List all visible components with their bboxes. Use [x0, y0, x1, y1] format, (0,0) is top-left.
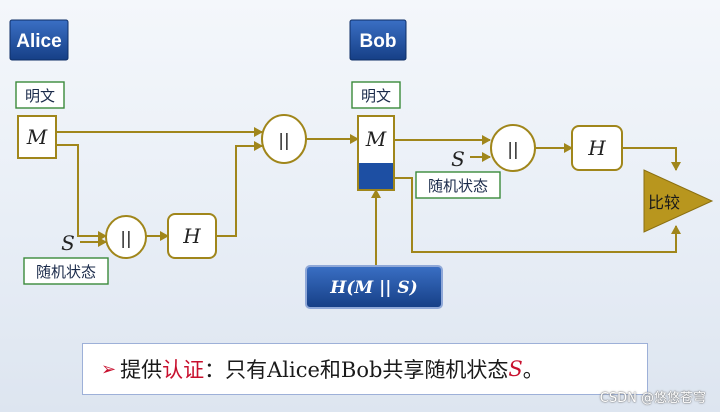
alice-hash-box	[167, 213, 217, 259]
alice-random-labelbox	[23, 257, 109, 285]
bob-plaintext-labelbox	[351, 81, 401, 109]
alice-party: Alice	[9, 19, 69, 61]
wire-hash-to-concat	[216, 141, 263, 237]
bob-label: Bob	[360, 31, 397, 52]
wire-m-to-lower-concat	[56, 144, 107, 241]
alice-label: Alice	[16, 31, 61, 52]
bob-message-symbol: M	[365, 127, 387, 151]
alice-concat-symbol: ||	[120, 229, 131, 249]
caption-variable: S	[508, 357, 523, 381]
alice-plaintext-label: 明文	[25, 87, 55, 105]
bob-hash-box	[571, 125, 623, 171]
alice-message-box	[17, 115, 57, 159]
caption-highlight: 认证	[162, 358, 205, 382]
watermark: CSDN @悠悠苍穹	[599, 391, 706, 406]
wire-received-hash-to-compare	[394, 177, 681, 253]
caption-suffix: 。	[522, 358, 544, 382]
wires	[56, 127, 681, 266]
bob-random-labelbox	[415, 171, 501, 199]
hash-ms-box	[305, 265, 443, 309]
top-concat-circle	[261, 114, 307, 164]
wire-hash-to-compare	[622, 147, 681, 171]
compare-triangle	[643, 169, 714, 233]
bob-concat-circle	[490, 124, 536, 172]
alice-random-symbol: S	[61, 231, 75, 255]
bullet-arrow-icon: ➢	[101, 358, 117, 380]
bob-random-symbol: S	[451, 147, 465, 171]
caption-text: ：只有Alice和Bob共享随机状态	[204, 358, 509, 382]
bob-concat-symbol: ||	[507, 140, 518, 160]
alice-concat-circle	[105, 215, 147, 259]
alice-hash-symbol: H	[182, 224, 201, 248]
hash-ms-label: H(M || S)	[329, 278, 417, 298]
caption-prefix: 提供	[120, 358, 163, 382]
compare-label: 比较	[648, 193, 680, 212]
alice-random-label: 随机状态	[36, 263, 96, 281]
bob-plaintext-label: 明文	[361, 87, 391, 105]
top-concat-symbol: ||	[278, 131, 289, 151]
bob-party: Bob	[349, 19, 407, 61]
alice-plaintext-labelbox	[15, 81, 65, 109]
bob-random-label: 随机状态	[428, 177, 488, 195]
bob-received-hash-part	[359, 163, 393, 189]
bob-hash-symbol: H	[587, 136, 606, 160]
alice-message-symbol: M	[26, 125, 48, 149]
